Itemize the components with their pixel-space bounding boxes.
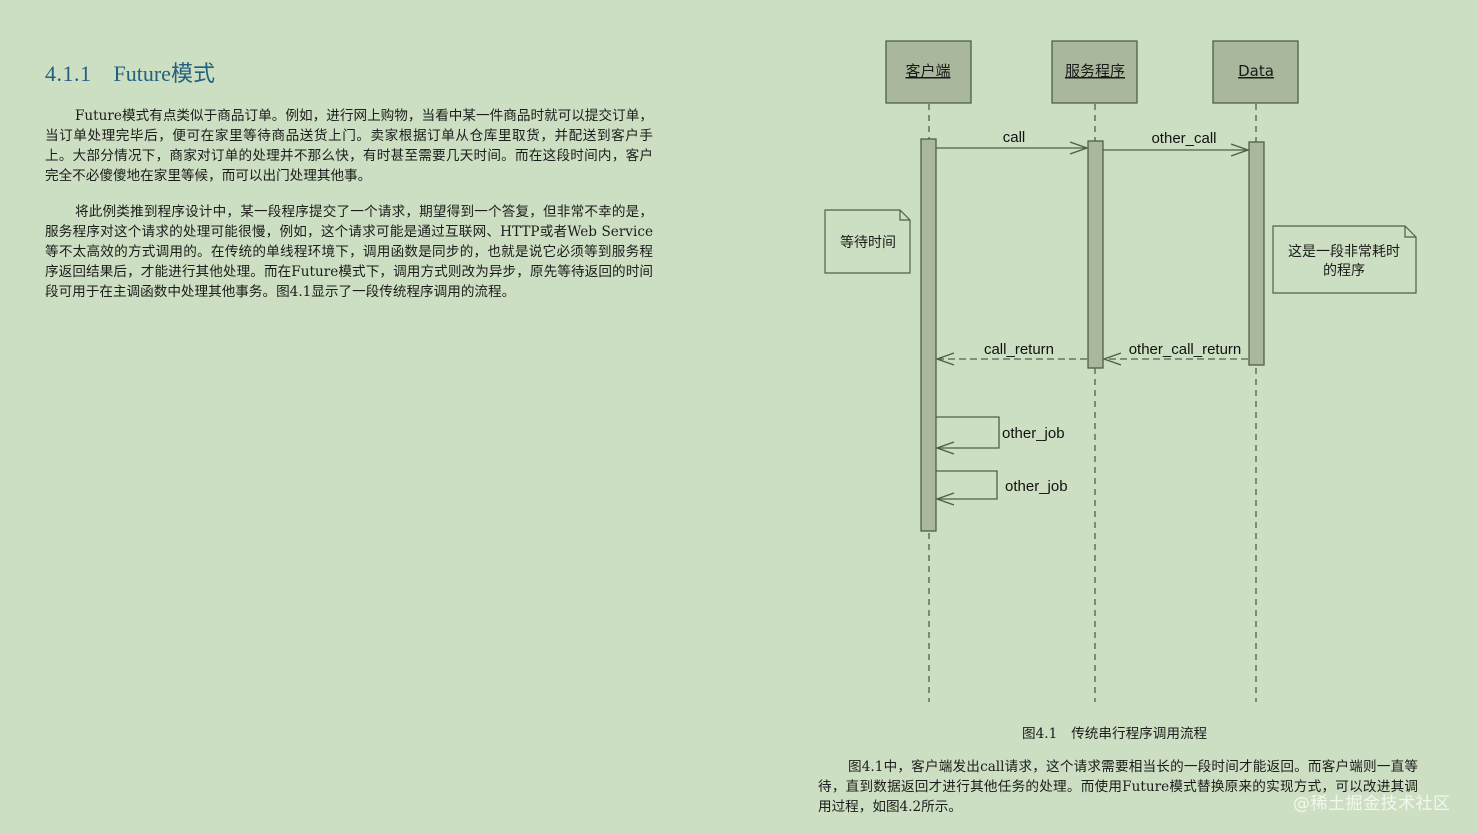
message-other-call: other_call [1103, 130, 1248, 150]
note-slow-program: 这是一段非常耗时 的程序 [1272, 225, 1417, 294]
paragraph-1: Future模式有点类似于商品订单。例如，进行网上购物，当看中某一件商品时就可以… [45, 108, 653, 184]
svg-text:call_return: call_return [984, 341, 1054, 358]
message-call: call [936, 129, 1087, 148]
svg-text:call: call [1003, 129, 1026, 146]
message-call-return: call_return [937, 341, 1087, 359]
message-other-job-2: other_job [936, 470, 1068, 499]
paragraph-2: 将此例类推到程序设计中，某一段程序提交了一个请求，期望得到一个答复，但非常不幸的… [45, 204, 653, 300]
message-other-call-return: other_call_return [1104, 341, 1248, 359]
svg-text:other_call: other_call [1151, 130, 1216, 147]
svg-text:other_job: other_job [1005, 478, 1068, 495]
lifeline-label: Data [1238, 62, 1274, 80]
lifeline-header-data: Data [1212, 40, 1299, 104]
paragraph-3: 图4.1中，客户端发出call请求，这个请求需要相当长的一段时间才能返回。而客户… [818, 759, 1418, 815]
figure-caption: 图4.1 传统串行程序调用流程 [1022, 722, 1207, 742]
activation-data [1248, 141, 1265, 366]
svg-text:other_call_return: other_call_return [1129, 341, 1242, 358]
watermark: @稀土掘金技术社区 [1293, 794, 1451, 814]
activation-server [1087, 140, 1104, 369]
message-other-job-1: other_job [936, 416, 1065, 448]
svg-text:这是一段非常耗时: 这是一段非常耗时 [1288, 243, 1400, 260]
svg-text:等待时间: 等待时间 [840, 234, 896, 251]
lifeline-label: 服务程序 [1065, 62, 1125, 80]
section-heading: 4.1.1 Future模式 [45, 56, 215, 88]
lifeline-label: 客户端 [905, 62, 950, 80]
lifeline-header-server: 服务程序 [1051, 40, 1138, 104]
section-number: 4.1.1 [45, 61, 92, 86]
svg-text:的程序: 的程序 [1323, 263, 1365, 279]
activation-client [920, 138, 937, 532]
svg-text:other_job: other_job [1002, 425, 1065, 442]
section-title: Future模式 [113, 61, 215, 86]
figure-number: 图4.1 [1022, 726, 1058, 742]
note-waiting-time: 等待时间 [824, 209, 911, 274]
lifeline-header-client: 客户端 [885, 40, 972, 104]
figure-title: 传统串行程序调用流程 [1071, 726, 1208, 742]
